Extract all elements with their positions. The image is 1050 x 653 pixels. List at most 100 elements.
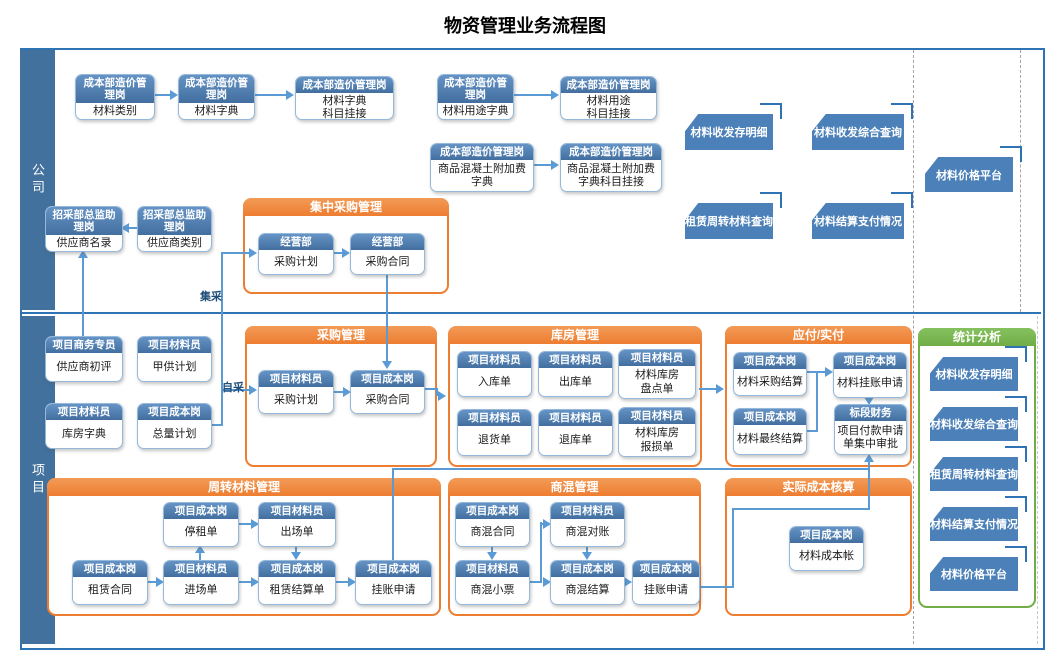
node-role: 成本部造价管理岗 (561, 144, 661, 162)
node-doc: 商混合同 (470, 526, 515, 539)
group-concrete-title: 商混管理 (448, 478, 701, 496)
node-role: 项目材料员 (138, 337, 211, 355)
arrowhead (551, 160, 559, 170)
connector (221, 252, 223, 426)
node-role: 项目材料员 (539, 352, 612, 370)
node-role: 项目成本岗 (834, 353, 906, 371)
arrowhead (864, 454, 874, 462)
arrowhead (551, 90, 559, 100)
node-role: 项目材料员 (259, 503, 335, 521)
node-doc: 材料库房 报损单 (635, 427, 679, 453)
arrowhead (864, 397, 874, 405)
arrowhead (251, 519, 259, 529)
node-concrete-surcharge-link: 成本部造价管理岗商品混凝土附加费字典科目挂接 (560, 143, 662, 192)
group-warehouse-title: 库房管理 (448, 326, 702, 344)
node-role: 项目成本岗 (633, 561, 699, 579)
node-supplier-list: 招采部总监助 理岗供应商名录 (45, 206, 123, 252)
report-label: 材料收发综合查询 (812, 114, 904, 150)
lane-project-label: 项目 (30, 463, 45, 497)
node-doc: 租赁结算单 (269, 584, 325, 597)
node-role: 项目材料员 (458, 410, 531, 428)
node-doc: 材料字典 科目挂接 (322, 95, 367, 120)
edge-label-self-purchase: 自采 (222, 382, 244, 394)
group-purchase-title: 采购管理 (245, 326, 437, 344)
group-stats-title: 统计分析 (918, 328, 1036, 346)
connector (211, 424, 223, 426)
corner-bracket (1005, 446, 1027, 462)
connector (732, 508, 734, 588)
node-doc: 甲供计划 (152, 360, 197, 373)
page-title: 物资管理业务流程图 (444, 16, 606, 36)
node-role: 经营部 (351, 234, 424, 252)
node-doc: 退库单 (559, 434, 592, 447)
node-role: 项目材料员 (619, 408, 695, 426)
arrowhead (543, 519, 551, 529)
node-doc: 商品混凝土附加费字典科目挂接 (567, 162, 655, 189)
node-doc: 项目付款申请 单集中审批 (837, 424, 904, 451)
connector (586, 545, 588, 553)
node-role: 项目成本岗 (259, 561, 335, 579)
node-turnover-booking: 项目成本岗挂账申请 (355, 560, 432, 605)
connector (82, 256, 84, 336)
connector (805, 430, 818, 432)
node-inbound: 项目材料员入库单 (457, 351, 532, 397)
node-role: 项目材料员 (164, 561, 238, 579)
node-doc: 租赁合同 (88, 584, 132, 597)
node-supplier-category: 招采部总监助 理岗供应商类别 (137, 206, 212, 252)
report-label: 材料价格平台 (925, 157, 1013, 192)
connector (221, 252, 250, 254)
arrowhead (286, 90, 294, 100)
node-concrete-booking: 项目成本岗挂账申请 (632, 560, 700, 605)
node-doc: 材料字典 (194, 105, 239, 118)
node-material-category: 成本部造价管 理岗材料类别 (75, 74, 155, 120)
node-stop-rent: 项目成本岗停租单 (163, 502, 239, 547)
arrowhead (121, 223, 129, 233)
corner-bracket (891, 103, 913, 119)
group-purchase: 采购管理 (245, 326, 437, 467)
corner-bracket (760, 192, 782, 208)
node-role: 招采部总监助 理岗 (46, 207, 122, 237)
report-material-inout-query: 材料收发综合查询 (812, 103, 913, 150)
node-doc: 商混对账 (565, 526, 610, 539)
arrowhead (543, 577, 551, 587)
connector (146, 581, 158, 583)
connector (221, 389, 250, 391)
node-role: 项目材料员 (619, 350, 695, 368)
node-warehouse-dict: 项目材料员库房字典 (45, 403, 123, 449)
arrowhead (342, 248, 350, 258)
connector (199, 551, 201, 560)
node-doc: 供应商名录 (56, 237, 112, 250)
node-rental-contract: 项目成本岗租赁合同 (72, 560, 148, 605)
arrowhead (251, 577, 259, 587)
connector (805, 371, 826, 373)
node-purchase-settlement: 项目成本岗材料采购结算 (733, 352, 807, 396)
connector (253, 94, 289, 96)
node-role: 项目材料员 (539, 410, 612, 428)
group-turnover-title: 周转材料管理 (47, 478, 441, 496)
report-label: 租赁周转材料查询 (930, 457, 1018, 491)
node-doc: 材料用途 科目挂接 (586, 95, 631, 120)
arrowhead (78, 250, 88, 258)
connector (512, 94, 554, 96)
node-total-plan: 项目成本岗总量计划 (137, 403, 212, 449)
node-doc: 退货单 (478, 434, 511, 447)
arrowhead (170, 90, 178, 100)
node-role: 项目成本岗 (73, 561, 147, 579)
node-concrete-contract: 项目成本岗商混合同 (455, 502, 530, 547)
node-role: 成本部造价管理岗 (296, 77, 393, 95)
node-central-contract: 经营部采购合同 (350, 233, 425, 275)
connector (491, 545, 493, 553)
arrowhead (716, 384, 724, 394)
arrowhead (582, 552, 592, 560)
node-doc: 采购合同 (365, 393, 410, 406)
node-doc: 总量计划 (152, 427, 197, 440)
connector (332, 252, 343, 254)
node-role: 项目成本岗 (456, 503, 529, 521)
node-role: 项目成本岗 (551, 561, 624, 579)
node-role: 成本部造价管 理岗 (179, 75, 254, 105)
arrowhead (249, 385, 257, 395)
node-central-plan: 经营部采购计划 (258, 233, 334, 275)
stat-settlement-status: 材料结算支付情况 (930, 496, 1027, 541)
node-material-usage-dict: 成本部造价管 理岗材料用途字典 (437, 74, 514, 120)
arrowhead (291, 552, 301, 560)
